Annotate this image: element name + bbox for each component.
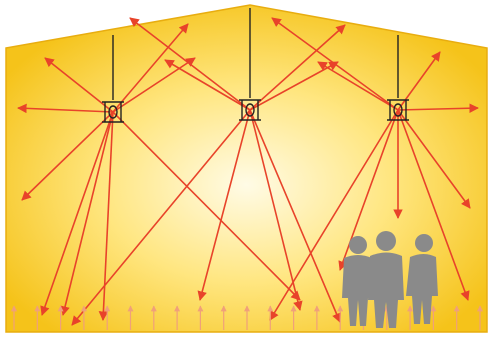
people-group-icon (342, 231, 438, 328)
floor-reflection-arrows (14, 306, 480, 330)
